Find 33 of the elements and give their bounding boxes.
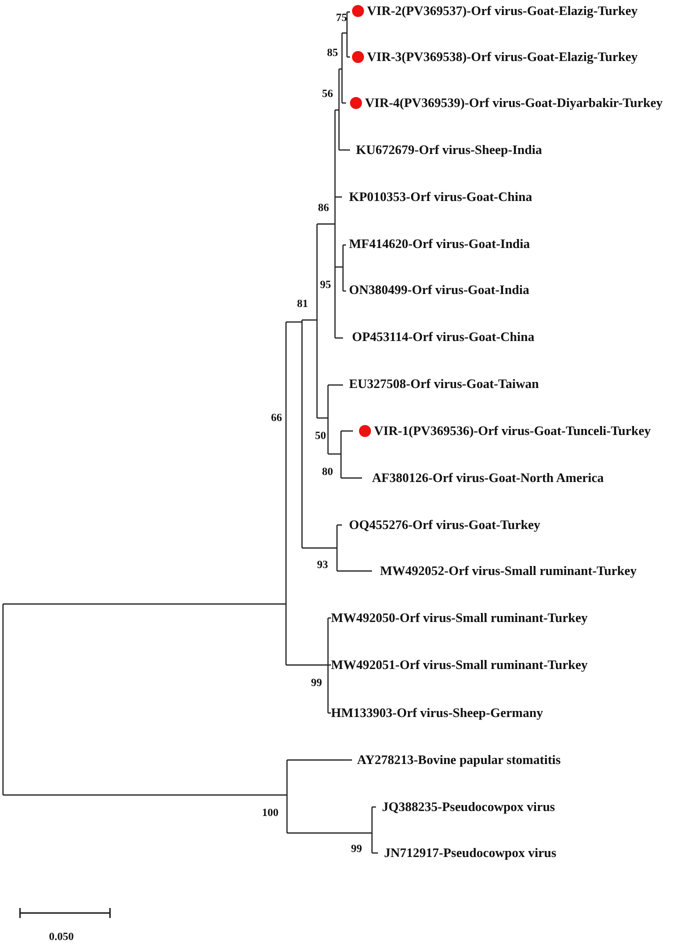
bootstrap-value: 95 bbox=[320, 279, 331, 292]
bootstrap-value: 99 bbox=[311, 677, 322, 690]
bootstrap-value: 86 bbox=[318, 202, 329, 215]
bootstrap-value: 100 bbox=[262, 807, 278, 820]
bootstrap-value: 80 bbox=[322, 466, 333, 479]
taxon-label: MF414620-Orf virus-Goat-India bbox=[349, 236, 530, 252]
bootstrap-value: 93 bbox=[317, 559, 328, 572]
taxon-label: HM133903-Orf virus-Sheep-Germany bbox=[331, 705, 543, 721]
taxon-label: JQ388235-Pseudocowpox virus bbox=[382, 799, 555, 815]
taxon-label: AY278213-Bovine papular stomatitis bbox=[357, 752, 561, 768]
taxon-label: VIR-3(PV369538)-Orf virus-Goat-Elazig-Turkey bbox=[367, 49, 638, 65]
bootstrap-value: 75 bbox=[336, 12, 347, 25]
taxon-label: JN712917-Pseudocowpox virus bbox=[384, 845, 556, 861]
taxon-label: MW492050-Orf virus-Small ruminant-Turkey bbox=[331, 610, 588, 626]
bootstrap-value: 99 bbox=[351, 843, 362, 856]
taxon-label: KP010353-Orf virus-Goat-China bbox=[349, 189, 532, 205]
taxon-label: VIR-2(PV369537)-Orf virus-Goat-Elazig-Turkey bbox=[367, 3, 638, 19]
taxon-label: AF380126-Orf virus-Goat-North America bbox=[372, 470, 604, 486]
scale-value: 0.050 bbox=[49, 931, 74, 944]
taxon-label: OP453114-Orf virus-Goat-China bbox=[352, 329, 534, 345]
taxon-label: OQ455276-Orf virus-Goat-Turkey bbox=[349, 517, 540, 533]
taxon-label: EU327508-Orf virus-Goat-Taiwan bbox=[349, 376, 539, 392]
bootstrap-value: 66 bbox=[271, 412, 282, 425]
taxon-label: VIR-4(PV369539)-Orf virus-Goat-Diyarbakir-Turkey bbox=[365, 95, 663, 111]
taxon-label: MW492051-Orf virus-Small ruminant-Turkey bbox=[331, 657, 588, 673]
taxon-label: MW492052-Orf virus-Small ruminant-Turkey bbox=[380, 563, 637, 579]
bootstrap-value: 85 bbox=[327, 47, 338, 60]
taxon-label: ON380499-Orf virus-Goat-India bbox=[349, 282, 530, 298]
bootstrap-value: 56 bbox=[322, 88, 333, 101]
taxon-label: KU672679-Orf virus-Sheep-India bbox=[356, 142, 542, 158]
bootstrap-value: 81 bbox=[297, 298, 308, 311]
taxon-label: VIR-1(PV369536)-Orf virus-Goat-Tunceli-Turkey bbox=[374, 423, 651, 439]
bootstrap-value: 50 bbox=[315, 430, 326, 443]
